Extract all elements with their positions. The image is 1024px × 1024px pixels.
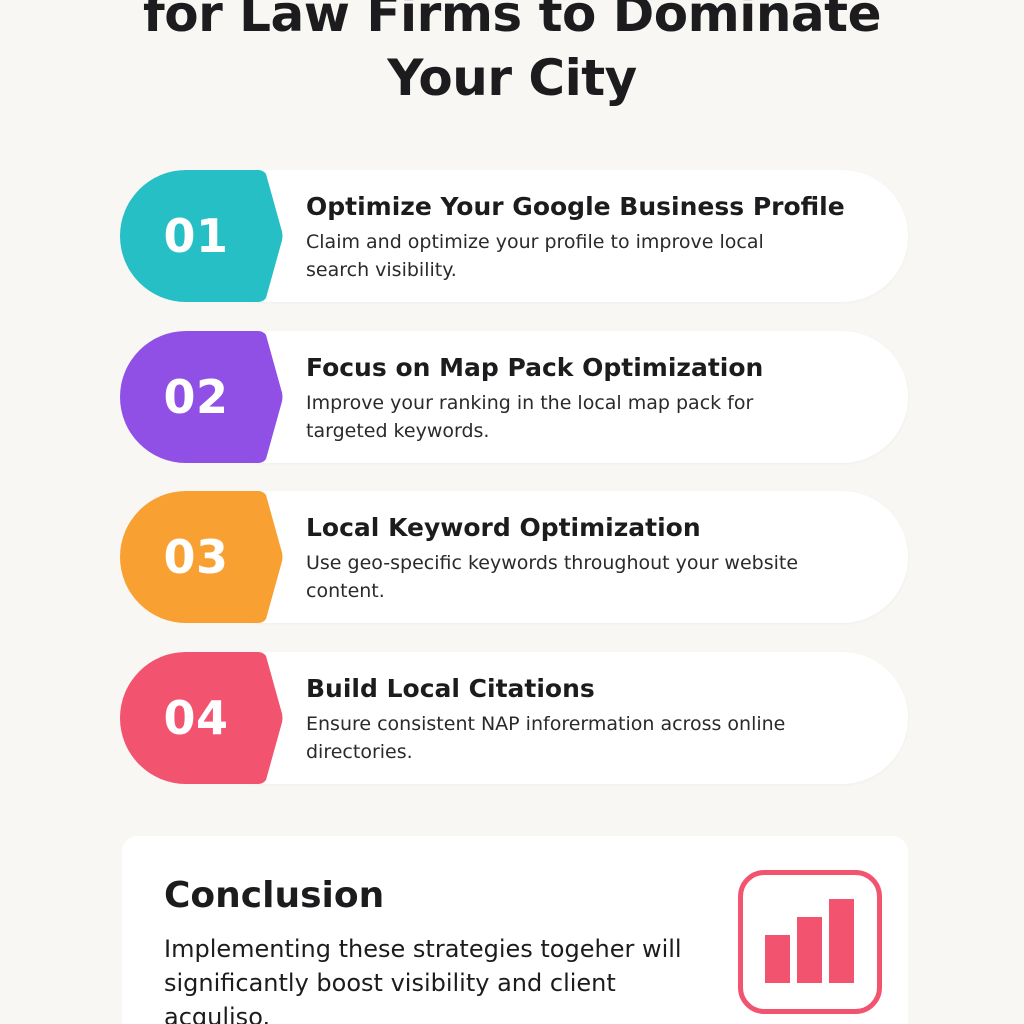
- bar-chart-icon: [738, 870, 882, 1014]
- step-card-background: [200, 491, 908, 623]
- conclusion-description: Implementing these strategies togeher wi…: [164, 935, 682, 1024]
- step-description: Ensure consistent NAP inforermation acro…: [306, 713, 786, 763]
- step-description: Use geo-specific keywords throughout you…: [306, 552, 799, 602]
- step-text: Focus on Map Pack Optimization Improve y…: [306, 351, 896, 445]
- step-number: 03: [163, 530, 229, 584]
- badge-shape: [120, 652, 283, 784]
- step-card-background: [200, 170, 908, 302]
- step-number: 01: [163, 209, 229, 263]
- step-card-1: 01 Optimize Your Google Business Profile…: [120, 170, 910, 302]
- step-badge-3: 03: [120, 491, 285, 623]
- step-title: Local Keyword Optimization: [306, 513, 701, 542]
- step-title: Build Local Citations: [306, 674, 595, 703]
- step-number: 02: [163, 370, 229, 424]
- step-card-background: [200, 652, 908, 784]
- page-title-line-1: for Law Firms to Dominate: [143, 0, 882, 43]
- step-description: Claim and optimize your profile to impro…: [306, 231, 764, 281]
- step-text: Build Local Citations Ensure consistent …: [306, 672, 896, 766]
- step-text: Optimize Your Google Business Profile Cl…: [306, 190, 896, 284]
- step-card-2: 02 Focus on Map Pack Optimization Improv…: [120, 331, 910, 463]
- step-title: Focus on Map Pack Optimization: [306, 353, 764, 382]
- step-card-3: 03 Local Keyword Optimization Use geo-sp…: [120, 491, 910, 623]
- page-title: for Law Firms to Dominate Your City: [0, 0, 1024, 110]
- conclusion-title: Conclusion: [164, 875, 385, 916]
- step-card-4: 04 Build Local Citations Ensure consiste…: [120, 652, 910, 784]
- badge-shape: [120, 491, 283, 623]
- badge-shape: [120, 170, 283, 302]
- step-description: Improve your ranking in the local map pa…: [306, 392, 754, 442]
- step-card-background: [200, 331, 908, 463]
- step-badge-1: 01: [120, 170, 285, 302]
- step-text: Local Keyword Optimization Use geo-speci…: [306, 511, 896, 605]
- step-badge-2: 02: [120, 331, 285, 463]
- page-title-line-2: Your City: [387, 49, 637, 107]
- step-title: Optimize Your Google Business Profile: [306, 192, 845, 221]
- conclusion-card: Conclusion Implementing these strategies…: [122, 836, 908, 1024]
- badge-shape: [120, 331, 283, 463]
- step-badge-4: 04: [120, 652, 285, 784]
- step-number: 04: [163, 691, 229, 745]
